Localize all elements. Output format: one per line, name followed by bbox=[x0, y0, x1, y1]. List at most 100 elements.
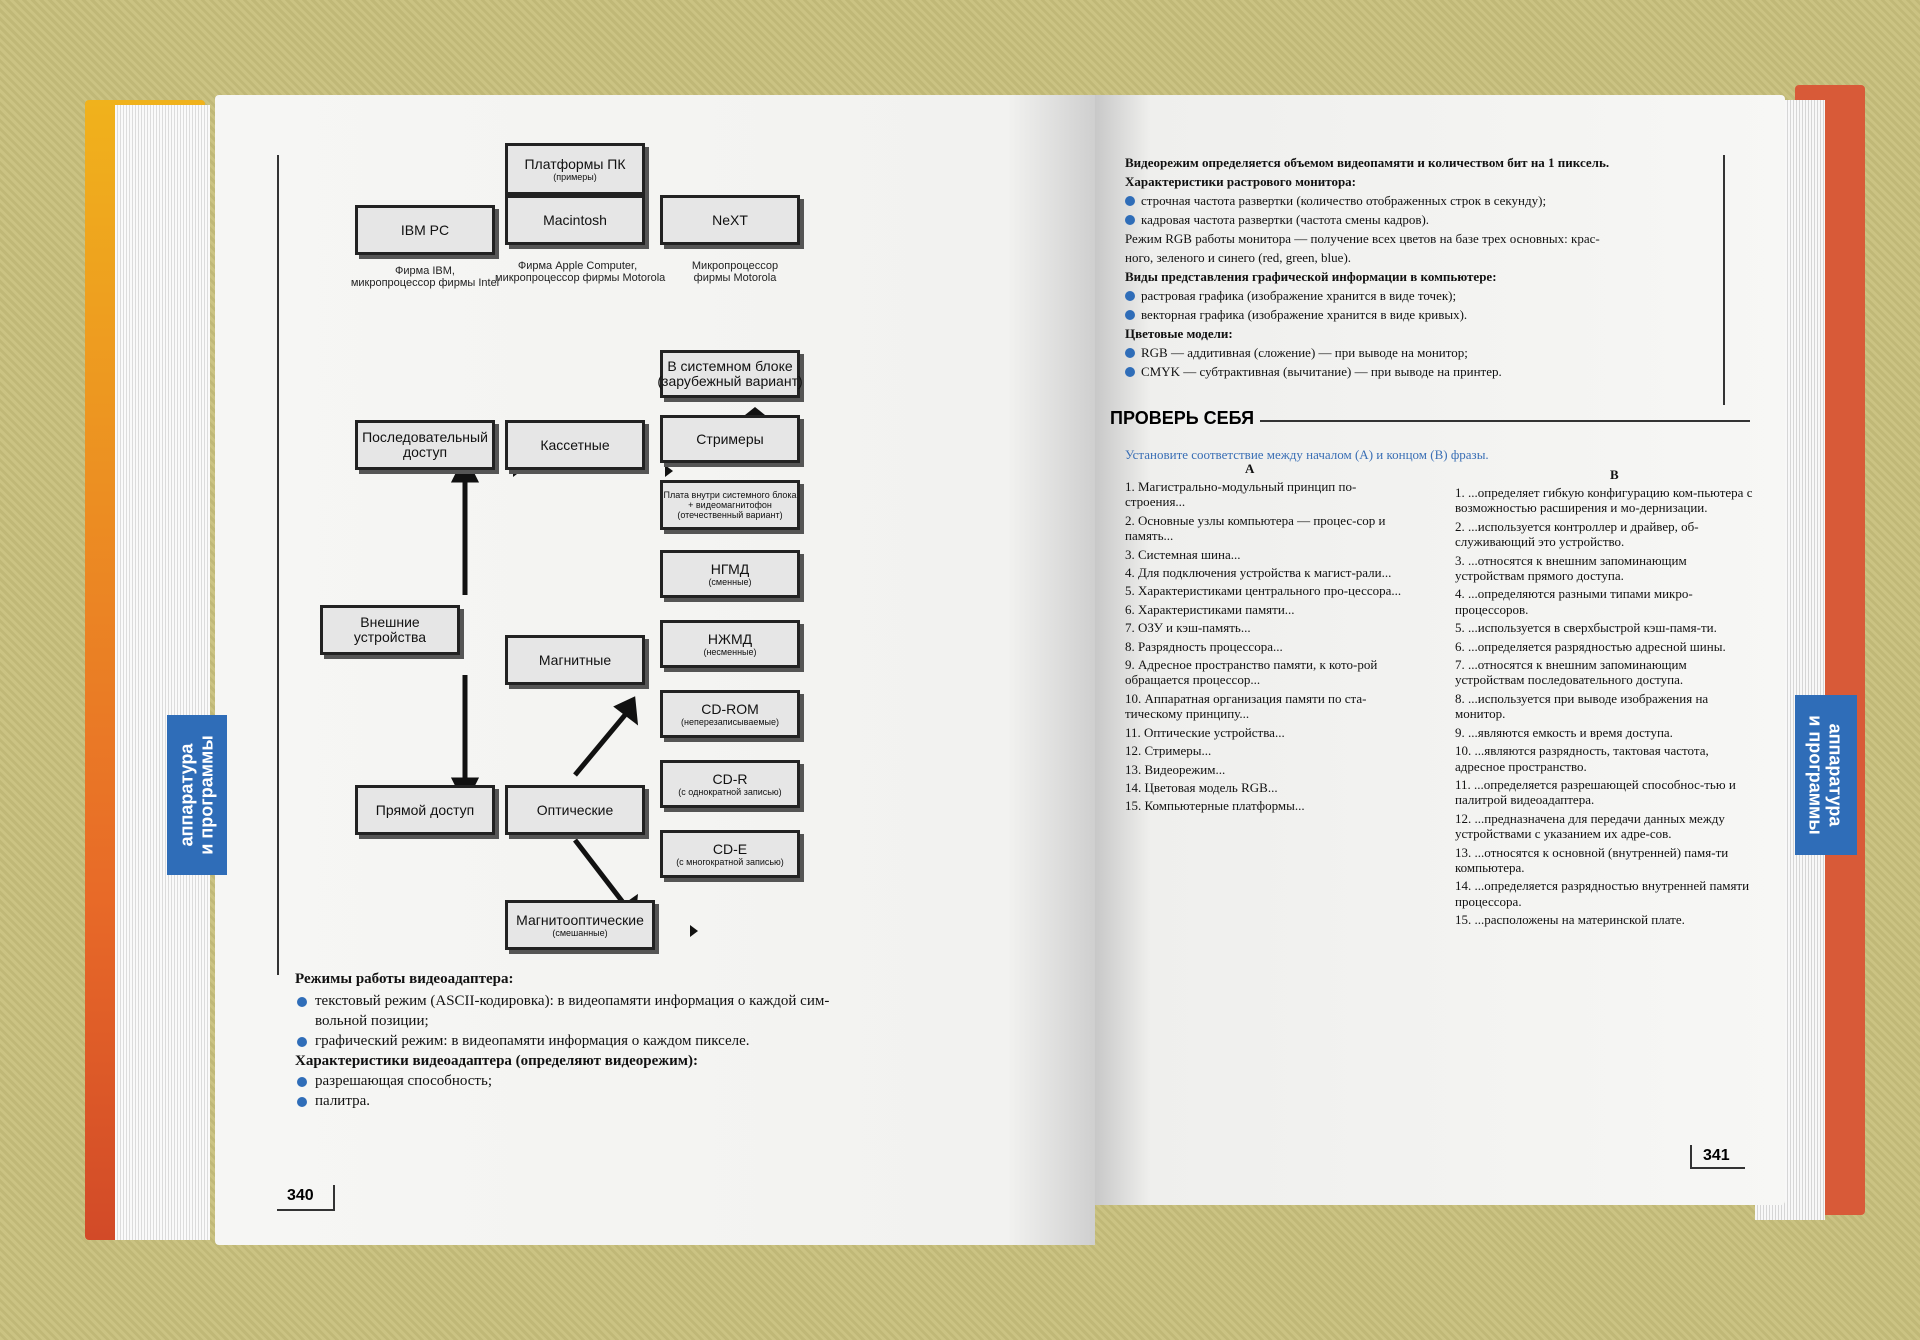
list-item: 6. Характеристиками памяти... bbox=[1125, 601, 1295, 617]
box-cdr: CD-R (с однократной записью) bbox=[660, 760, 800, 808]
box-cde: CD-E (с многократной записью) bbox=[660, 830, 800, 878]
column-b-list: 1. ...определяет гибкую конфигурацию ком… bbox=[1455, 485, 1755, 931]
box-platforms-title: Платформы ПК bbox=[524, 155, 626, 172]
box-ibm-pc-label: IBM PC bbox=[400, 221, 450, 238]
box-sequential-access-label: Последовательный доступ bbox=[362, 429, 488, 460]
rgb-model: RGB — аддитивная (сложение) — при выводе… bbox=[1141, 345, 1468, 360]
text-mode-line1: текстовый режим (ASCII-кодировка): в вид… bbox=[315, 993, 830, 1009]
list-item: 6. ...определяется разрядностью адресной… bbox=[1455, 638, 1726, 654]
box-nzhmd: НЖМД (несменные) bbox=[660, 620, 800, 668]
page-number-underline bbox=[1690, 1167, 1745, 1169]
heading-videoadapter-modes: Режимы работы видеоадаптера: bbox=[295, 971, 514, 987]
box-cdrom-sub: (неперезаписываемые) bbox=[680, 716, 779, 727]
list-item: 12. Стримеры... bbox=[1125, 743, 1212, 759]
resolution-line: разрешающая способность; bbox=[315, 1073, 492, 1089]
column-a-list: 1. Магистрально-модульный принцип по-стр… bbox=[1125, 479, 1410, 817]
list-item: 10. Аппаратная организация памяти по ста… bbox=[1125, 690, 1367, 722]
list-item: 7. ...относятся к внешним запоминающим у… bbox=[1455, 657, 1687, 688]
box-direct-access-label: Прямой доступ bbox=[375, 801, 475, 818]
box-system-block-label: В системном блоке (зарубежный вариант) bbox=[657, 358, 803, 389]
raster-monitor-heading: Характеристики растрового монитора: bbox=[1125, 174, 1357, 189]
box-next: NeXT bbox=[660, 195, 800, 245]
line-frequency: строчная частота развертки (количество о… bbox=[1141, 193, 1547, 208]
right-margin-rule bbox=[1723, 155, 1725, 405]
bullet-icon bbox=[1125, 196, 1135, 206]
box-cassette: Кассетные bbox=[505, 420, 645, 470]
videomode-line: Видеорежим определяется объемом видеопам… bbox=[1125, 153, 1609, 172]
box-magnetic: Магнитные bbox=[505, 635, 645, 685]
bullet-icon bbox=[297, 997, 307, 1007]
heading-videoadapter-characteristics: Характеристики видеоадаптера (определяют… bbox=[295, 1053, 698, 1069]
raster-graphics: растровая графика (изображение хранится … bbox=[1141, 288, 1457, 303]
videomode-text: Видеорежим определяется объемом видеопам… bbox=[1125, 155, 1610, 170]
box-system-block: В системном блоке (зарубежный вариант) bbox=[657, 350, 803, 398]
box-cassette-label: Кассетные bbox=[540, 436, 610, 453]
box-macintosh: Macintosh bbox=[505, 195, 645, 245]
column-b-label: В bbox=[1610, 467, 1619, 482]
box-cdrom: CD-ROM (неперезаписываемые) bbox=[660, 690, 800, 738]
box-cdrom-title: CD-ROM bbox=[701, 700, 759, 717]
box-optical-label: Оптические bbox=[536, 801, 614, 818]
box-streamers: Стримеры bbox=[660, 415, 800, 463]
list-item: 2. ...используется контроллер и драйвер,… bbox=[1455, 518, 1699, 550]
list-item: 9. ...являются емкость и время доступа. bbox=[1455, 724, 1673, 740]
bullet-icon bbox=[297, 1037, 307, 1047]
box-cdr-sub: (с однократной записью) bbox=[678, 786, 782, 797]
list-item: 11. ...определяется разрешающей способно… bbox=[1455, 776, 1736, 808]
caption-next: Микропроцессор фирмы Motorola bbox=[691, 260, 779, 284]
box-magnetooptical: Магнитооптические (смешанные) bbox=[505, 900, 655, 950]
left-margin-rule bbox=[277, 155, 279, 975]
box-magnetooptical-sub: (смешанные) bbox=[552, 927, 608, 938]
list-item: 7. ОЗУ и кэш-память... bbox=[1125, 620, 1251, 636]
list-item: 3. Системная шина... bbox=[1125, 546, 1241, 562]
list-item: 8. ...используется при выводе изображени… bbox=[1455, 690, 1709, 722]
box-direct-access: Прямой доступ bbox=[355, 785, 495, 835]
bullet-icon bbox=[297, 1077, 307, 1087]
section-tab-right: аппаратура и программы bbox=[1795, 695, 1857, 855]
list-item: 9. Адресное пространство памяти, к кото-… bbox=[1125, 657, 1378, 688]
right-page-number: 341 bbox=[1703, 1147, 1730, 1164]
bullet-icon bbox=[1125, 367, 1135, 377]
bullet-icon bbox=[1125, 291, 1135, 301]
box-magnetic-label: Магнитные bbox=[538, 651, 612, 668]
page-number-rule bbox=[1690, 1145, 1692, 1169]
graphics-mode-line: графический режим: в видеопамяти информа… bbox=[315, 1033, 750, 1049]
section-tab-right-label: аппаратура и программы bbox=[1806, 715, 1846, 835]
rgb-mode-line1: Режим RGB работы монитора — получение вс… bbox=[1125, 231, 1600, 246]
box-internal-board: Плата внутри системного блока + видеомаг… bbox=[660, 480, 800, 530]
task-instruction: Установите соответствие между началом (А… bbox=[1125, 447, 1489, 462]
box-next-label: NeXT bbox=[712, 211, 748, 228]
list-item: 13. Видеорежим... bbox=[1125, 761, 1226, 777]
box-optical: Оптические bbox=[505, 785, 645, 835]
box-internal-board-label: Плата внутри системного блока + видеомаг… bbox=[663, 490, 797, 520]
graphics-kinds-heading: Виды представления графической информаци… bbox=[1125, 269, 1497, 284]
list-item: 13. ...относятся к основной (внутренней)… bbox=[1455, 844, 1729, 875]
frame-frequency: кадровая частота развертки (частота смен… bbox=[1141, 212, 1430, 227]
list-item: 1. ...определяет гибкую конфигурацию ком… bbox=[1455, 485, 1753, 516]
palette-line: палитра. bbox=[315, 1093, 370, 1109]
rgb-mode-line2: ного, зеленого и синего (red, green, blu… bbox=[1125, 250, 1352, 265]
vector-graphics: векторная графика (изображение хранится … bbox=[1141, 307, 1468, 322]
open-book: Платформы ПК (примеры) IBM PC Macintosh … bbox=[85, 75, 1865, 1245]
section-tab-left-label: аппаратура и программы bbox=[177, 735, 217, 855]
box-ngmd: НГМД (сменные) bbox=[660, 550, 800, 598]
box-cdr-title: CD-R bbox=[712, 770, 748, 787]
list-item: 15. Компьютерные платформы... bbox=[1125, 798, 1305, 814]
box-ngmd-title: НГМД bbox=[710, 560, 750, 577]
caption-mac: Фирма Apple Computer, микропроцессор фир… bbox=[495, 260, 666, 284]
list-item: 8. Разрядность процессора... bbox=[1125, 638, 1283, 654]
bullet-icon bbox=[1125, 310, 1135, 320]
left-page-number: 340 bbox=[287, 1187, 314, 1204]
bullet-icon bbox=[1125, 348, 1135, 358]
bullet-icon bbox=[297, 1097, 307, 1107]
list-item: 3. ...относятся к внешним запоминающим у… bbox=[1455, 552, 1687, 584]
box-nzhmd-title: НЖМД bbox=[707, 630, 753, 647]
box-platforms-sub: (примеры) bbox=[553, 171, 597, 182]
box-sequential-access: Последовательный доступ bbox=[355, 420, 495, 470]
page-number-underline bbox=[277, 1209, 335, 1211]
list-item: 4. Для подключения устройства к магист-р… bbox=[1125, 565, 1392, 581]
bullet-icon bbox=[1125, 215, 1135, 225]
left-page: Платформы ПК (примеры) IBM PC Macintosh … bbox=[215, 95, 1095, 1245]
box-external-devices-label: Внешние устройства bbox=[353, 614, 427, 645]
list-item: 5. Характеристиками центрального про-цес… bbox=[1125, 583, 1402, 599]
